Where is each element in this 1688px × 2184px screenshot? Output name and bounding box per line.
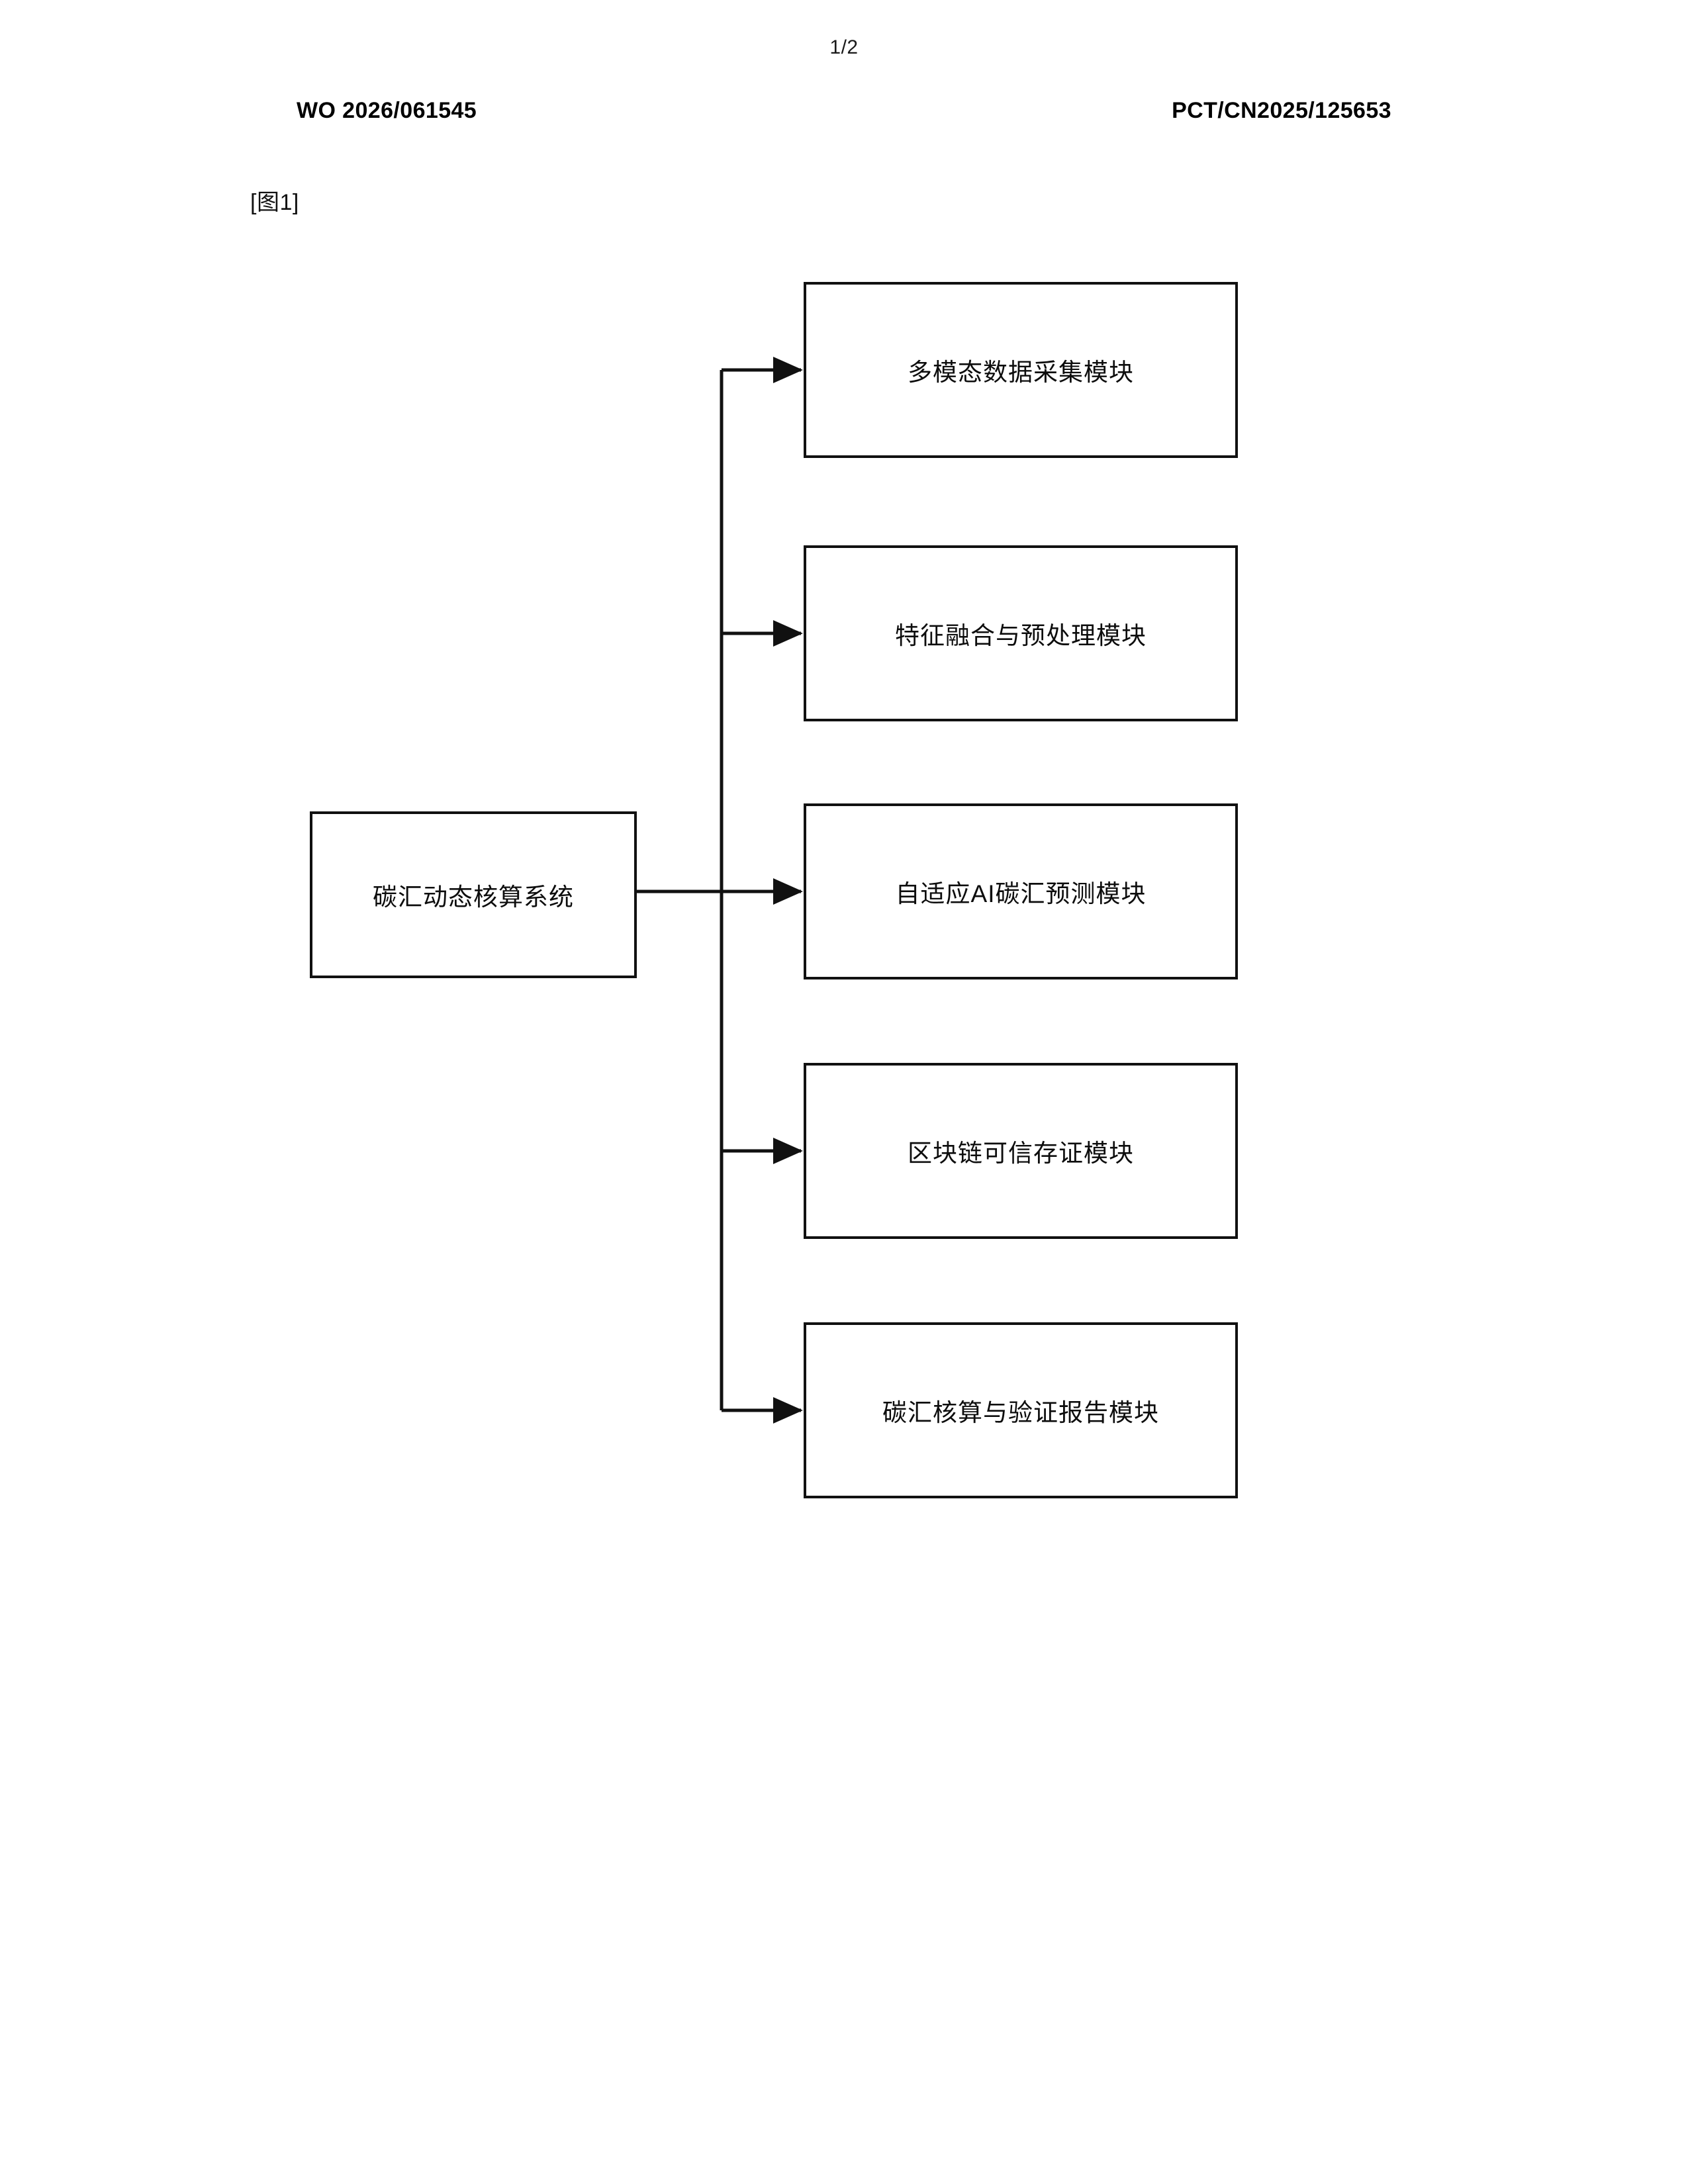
publication-number: WO 2026/061545 [297, 98, 477, 123]
node-module-5[interactable] [804, 1322, 1238, 1498]
page-number: 1/2 [829, 36, 859, 58]
node-boxes [310, 282, 1238, 1498]
figure-label: [图1] [250, 190, 299, 215]
node-module-4[interactable] [804, 1063, 1238, 1239]
node-system[interactable] [310, 811, 637, 978]
connector-lines [635, 357, 804, 1424]
application-number: PCT/CN2025/125653 [1172, 98, 1391, 123]
node-module-1[interactable] [804, 282, 1238, 458]
node-module-2[interactable] [804, 545, 1238, 721]
node-module-3[interactable] [804, 803, 1238, 979]
